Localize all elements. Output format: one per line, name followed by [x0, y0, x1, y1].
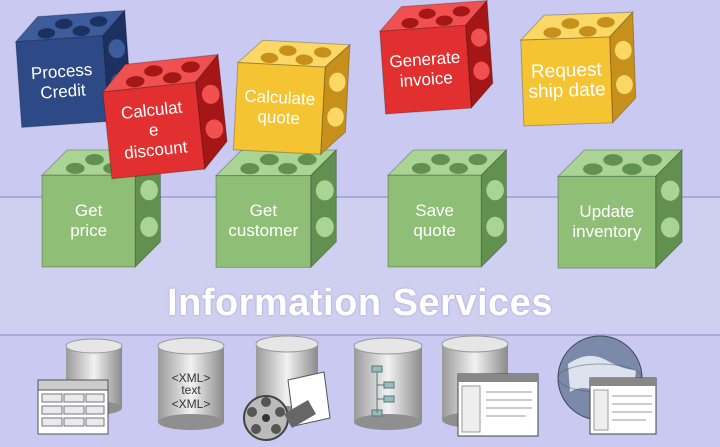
- service-block-save-quote: Save quote: [386, 148, 514, 274]
- service-block-label: Calculate quote: [243, 86, 316, 129]
- service-block-label: Generate invoice: [388, 47, 461, 91]
- web-database-icon: [548, 330, 660, 440]
- table-database-icon: [36, 336, 128, 438]
- service-block-calculate-quote: Calculate quote: [232, 39, 357, 163]
- service-block-label: Update inventory: [572, 202, 642, 242]
- hierarchy-database-icon: [348, 336, 428, 436]
- service-block-label: Process Credit: [30, 59, 93, 103]
- service-block-label: Calculat e discount: [120, 97, 189, 163]
- application-database-icon: [436, 334, 540, 440]
- service-block-get-customer: Get customer: [214, 148, 344, 274]
- service-block-label: Get customer: [228, 201, 299, 241]
- service-block-update-inventory: Update inventory: [556, 148, 690, 274]
- service-block-label: Request ship date: [528, 59, 606, 103]
- service-block-label: Get price: [70, 201, 108, 241]
- xml-line-3: <XML>: [172, 397, 211, 411]
- xml-line-2: text: [181, 383, 201, 397]
- service-block-label: Save quote: [413, 201, 456, 241]
- service-block-request-ship-date: Request ship date: [519, 10, 644, 132]
- media-database-icon: [238, 334, 338, 442]
- band-title: Information Services: [167, 282, 553, 324]
- xml-line-1: <XML>: [172, 371, 211, 385]
- service-block-calculate-discount: Calculat e discount: [100, 53, 238, 185]
- service-block-process-credit: Process Credit: [14, 9, 140, 134]
- service-block-generate-invoice: Generate invoice: [378, 0, 502, 120]
- xml-document-icon: <XML> text <XML>: [150, 336, 232, 436]
